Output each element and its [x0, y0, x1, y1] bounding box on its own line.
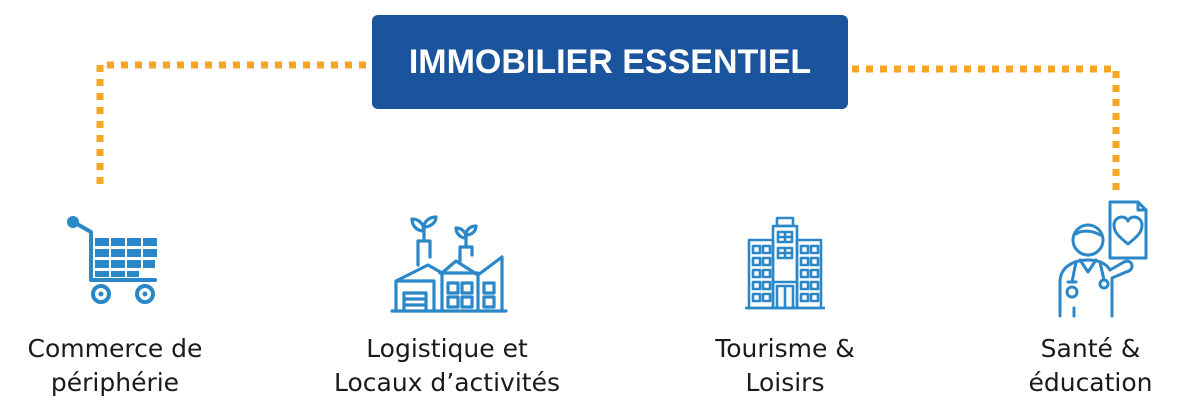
category-sante: Santé & éducation — [1003, 200, 1178, 400]
category-label-line2: Locaux d’activités — [333, 368, 560, 397]
category-label-line1: Santé & — [1040, 334, 1141, 363]
diagram-title: IMMOBILIER ESSENTIEL — [408, 42, 812, 81]
category-label: Santé & éducation — [1028, 332, 1152, 400]
hotel-building-icon — [720, 200, 850, 320]
category-label-line2: éducation — [1028, 368, 1153, 397]
category-label-line1: Logistique et — [366, 334, 528, 363]
category-label: Logistique et Locaux d’activités — [334, 332, 560, 400]
category-label-line2: périphérie — [50, 368, 180, 397]
connector-right — [852, 65, 1120, 196]
connector-left — [96, 61, 366, 190]
category-commerce: Commerce de périphérie — [0, 200, 230, 400]
doctor-heart-icon — [1026, 200, 1156, 320]
category-logistique: Logistique et Locaux d’activités — [302, 200, 592, 400]
factory-icon — [382, 200, 512, 320]
category-label-line2: Loisirs — [745, 368, 825, 397]
title-box: IMMOBILIER ESSENTIEL — [372, 15, 848, 109]
category-label: Commerce de périphérie — [28, 332, 203, 400]
shopping-cart-icon — [50, 200, 180, 320]
category-label-line1: Tourisme & — [715, 334, 855, 363]
category-label: Tourisme & Loisirs — [715, 332, 855, 400]
category-tourisme: Tourisme & Loisirs — [680, 200, 890, 400]
category-label-line1: Commerce de — [27, 334, 203, 363]
